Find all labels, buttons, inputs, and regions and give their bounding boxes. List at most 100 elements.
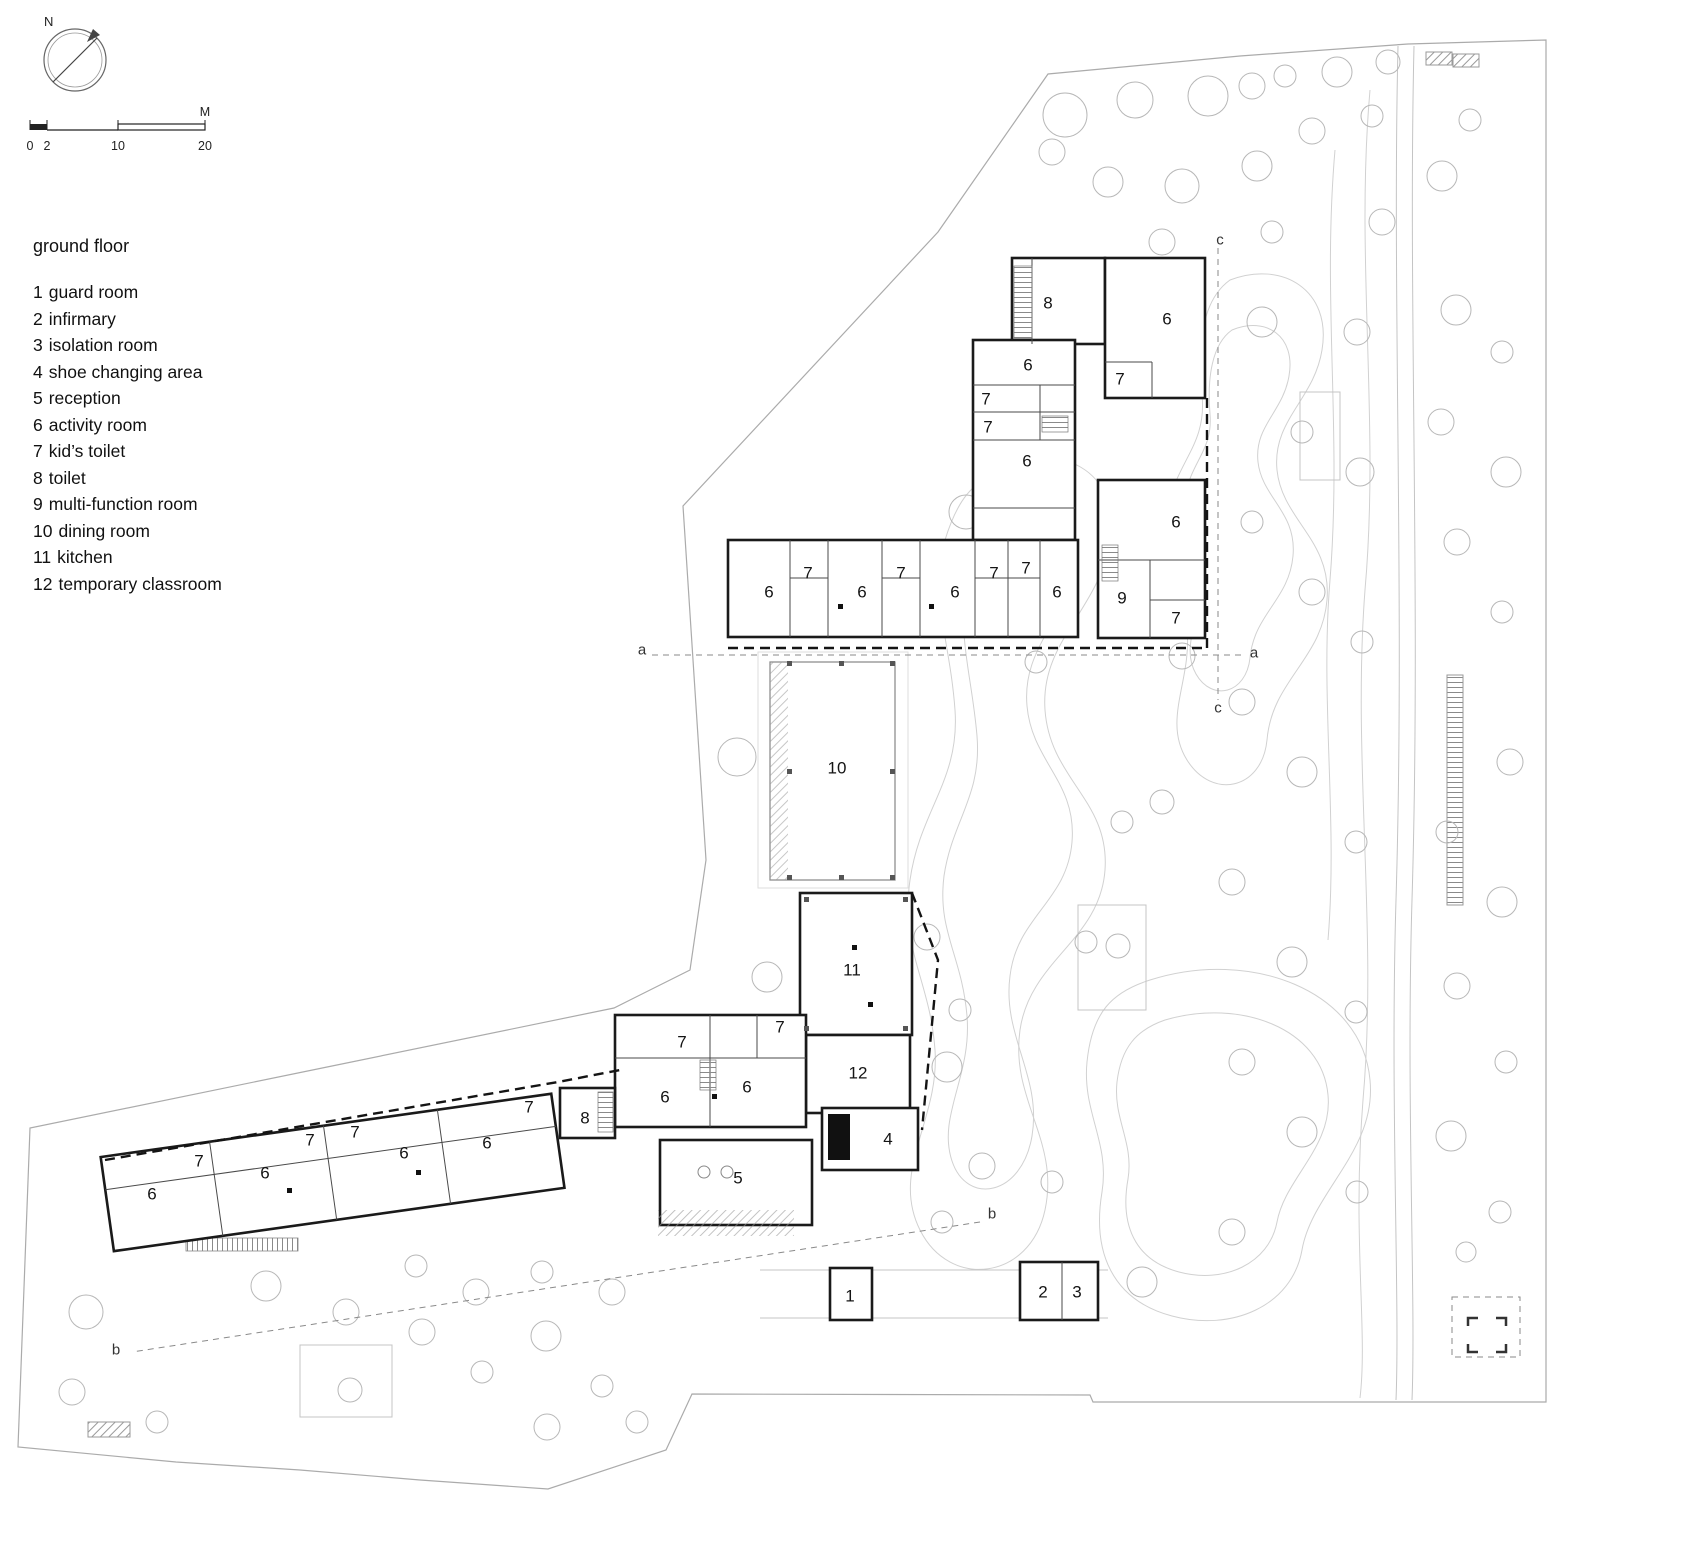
tree-icon	[462, 1278, 490, 1306]
building-walls	[99, 256, 1207, 1322]
section-lines	[131, 248, 1243, 1353]
tree-icon	[1149, 789, 1175, 815]
tree-icon	[1286, 756, 1318, 788]
room-label-6: 6	[660, 1088, 669, 1107]
tree-icon	[1345, 457, 1375, 487]
room-label-6: 6	[1171, 513, 1180, 532]
legend-item-label: activity room	[48, 414, 147, 435]
tree-icon	[1321, 56, 1353, 88]
room-label-6: 6	[764, 583, 773, 602]
tree-icon	[717, 737, 757, 777]
tree-icon	[1298, 117, 1326, 145]
tree-icon	[1187, 75, 1229, 117]
compass-north-label: N	[44, 14, 53, 29]
tree-icon	[337, 1377, 363, 1403]
tree-icon	[1164, 168, 1200, 204]
tree-icon	[1246, 306, 1278, 338]
tree-icon	[1260, 220, 1284, 244]
tree-icon	[598, 1278, 626, 1306]
tree-icon	[1490, 340, 1514, 364]
site-features	[87, 51, 1521, 1438]
terrain-contours	[907, 89, 1371, 1399]
room-label-6: 6	[482, 1134, 491, 1153]
room-label-2: 2	[1038, 1283, 1047, 1302]
room-label-7: 7	[989, 564, 998, 583]
tree-icon	[404, 1254, 428, 1278]
scale-tick-2: 2	[44, 139, 51, 153]
tree-icon	[913, 923, 941, 951]
scale-tick-0: 0	[27, 139, 34, 153]
tree-icon	[1298, 578, 1326, 606]
tree-icon	[1350, 630, 1374, 654]
scale-tick-20: 20	[198, 139, 212, 153]
room-label-7: 7	[677, 1033, 686, 1052]
tree-icon	[625, 1410, 649, 1434]
tree-icon	[408, 1318, 436, 1346]
tree-icon	[1276, 946, 1308, 978]
room-label-7: 7	[981, 390, 990, 409]
legend-item-number: 5	[33, 388, 43, 408]
tree-icon	[1443, 528, 1471, 556]
tree-icon	[1238, 72, 1266, 100]
tree-icon	[1241, 150, 1273, 182]
room-label-7: 7	[305, 1131, 314, 1150]
scale-tick-10: 10	[111, 139, 125, 153]
tree-icon	[1344, 830, 1368, 854]
room-label-7: 7	[775, 1018, 784, 1037]
tree-icon	[1092, 166, 1124, 198]
tree-icon	[1440, 294, 1472, 326]
page-title: ground floor	[33, 236, 130, 256]
room-label-9: 9	[1117, 589, 1126, 608]
tree-icon	[948, 998, 972, 1022]
legend-item-label: infirmary	[48, 308, 116, 329]
tree-icon	[58, 1378, 86, 1406]
tree-icon	[1042, 92, 1088, 138]
section-marker-a: a	[638, 642, 647, 659]
legend-item-label: reception	[48, 388, 121, 408]
tree-icon	[751, 961, 783, 993]
room-label-7: 7	[1021, 559, 1030, 578]
tree-icon	[1228, 1048, 1256, 1076]
tree-icon	[1110, 810, 1134, 834]
legend-item-label: kid’s toilet	[48, 441, 126, 461]
tree-icon	[1218, 1218, 1246, 1246]
tree-icon	[1426, 160, 1458, 192]
section-marker-b: b	[988, 1206, 996, 1223]
tree-icon	[1343, 318, 1371, 346]
tree-icon	[1286, 1116, 1318, 1148]
room-label-7: 7	[983, 418, 992, 437]
room-label-7: 7	[194, 1152, 203, 1171]
room-label-7: 7	[896, 564, 905, 583]
tree-icon	[1228, 688, 1256, 716]
tree-icon	[1345, 1180, 1369, 1204]
room-label-7: 7	[350, 1123, 359, 1142]
tree-icon	[1290, 420, 1314, 444]
tree-icon	[1168, 642, 1196, 670]
section-marker-c: c	[1214, 700, 1222, 717]
canopy-dashed-outline	[104, 396, 1209, 1162]
tree-icon	[332, 1298, 360, 1326]
tree-icon	[1443, 972, 1471, 1000]
tree-icon	[1488, 1200, 1512, 1224]
legend-item-number: 4	[33, 361, 43, 382]
legend-item-label: guard room	[48, 282, 139, 302]
room-label-6: 6	[1022, 452, 1031, 471]
room-label-4: 4	[883, 1130, 892, 1149]
legend-item-label: dining room	[58, 520, 150, 541]
legend-item-number: 2	[33, 308, 43, 329]
room-label-6: 6	[742, 1078, 751, 1097]
section-marker-a: a	[1250, 645, 1259, 662]
tree-icon	[533, 1413, 561, 1441]
scale-unit-label: M	[200, 105, 210, 119]
legend-item-number: 7	[33, 441, 43, 461]
north-arrow-icon	[87, 29, 100, 42]
